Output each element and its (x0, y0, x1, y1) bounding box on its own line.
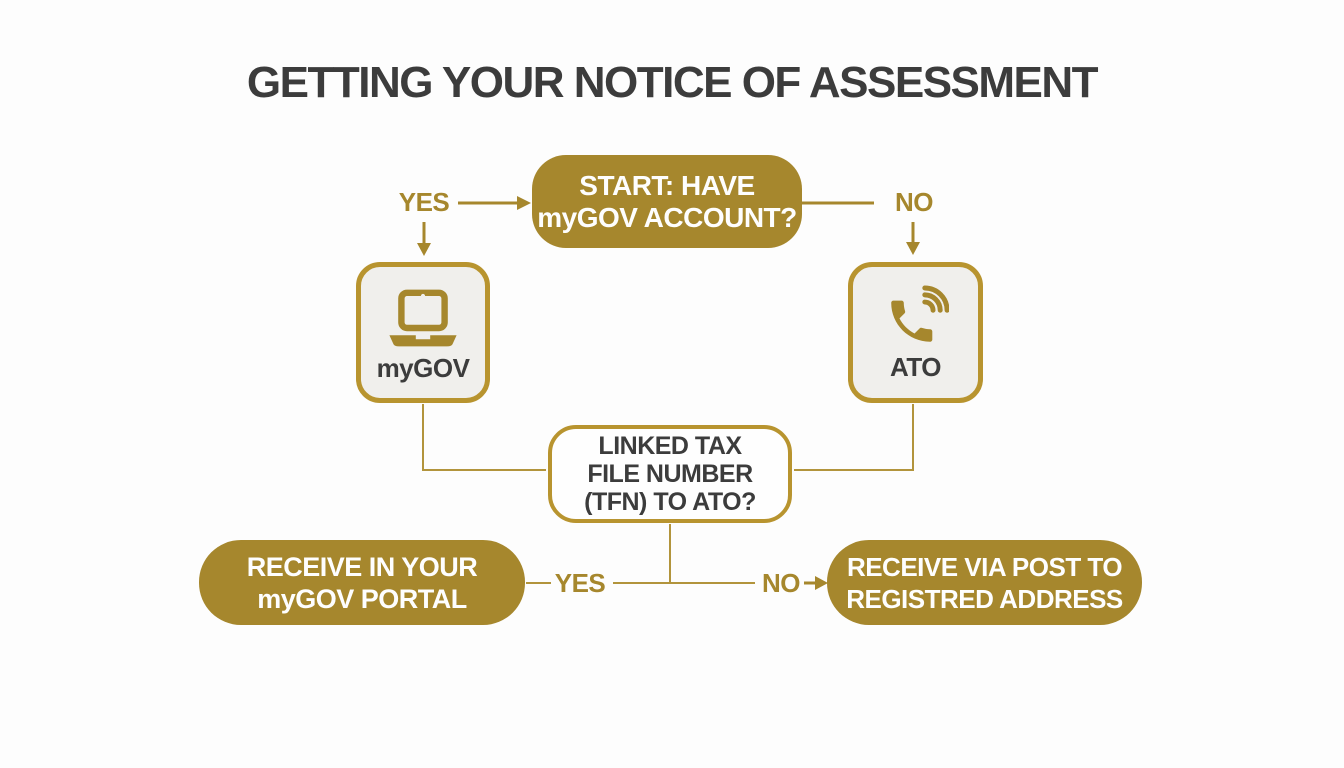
tfn-line2: FILE NUMBER (587, 460, 753, 488)
node-ato: ATO (848, 262, 983, 403)
node-start: START: HAVE myGOV ACCOUNT? (532, 155, 802, 248)
ato-to-tfn-connector (794, 404, 914, 471)
start-line1: START: HAVE (579, 169, 755, 201)
node-mygov: myGOV (356, 262, 490, 403)
label-yes-bottom: YES (554, 568, 606, 598)
page-title: GETTING YOUR NOTICE OF ASSESSMENT (246, 58, 1099, 107)
receive-mygov-line1: RECEIVE IN YOUR (246, 551, 478, 582)
no-down-arrowhead (906, 242, 920, 255)
label-no-bottom: NO (762, 568, 801, 598)
node-receive-post: RECEIVE VIA POST TO REGISTRED ADDRESS (827, 540, 1142, 625)
tfn-line1: LINKED TAX (598, 432, 742, 460)
node-receive-mygov: RECEIVE IN YOUR myGOV PORTAL (199, 540, 525, 625)
no-to-post-arrowhead (815, 576, 828, 590)
tfn-line3: (TFN) TO ATO? (584, 488, 756, 516)
receive-post-line1: RECEIVE VIA POST TO (846, 551, 1123, 582)
mygov-to-tfn-connector (422, 404, 546, 471)
phone-icon (890, 285, 949, 342)
node-tfn-question: LINKED TAX FILE NUMBER (TFN) TO ATO? (548, 425, 792, 523)
yes-to-start-arrowhead (517, 196, 531, 210)
label-no-top: NO (895, 187, 934, 217)
receive-post-line2: REGISTRED ADDRESS (846, 583, 1123, 614)
laptop-icon (389, 289, 457, 346)
ato-label: ATO (890, 351, 941, 382)
yes-down-arrowhead (417, 243, 431, 256)
mygov-label: myGOV (376, 352, 470, 383)
start-line2: myGOV ACCOUNT? (537, 201, 797, 233)
receive-mygov-line2: myGOV PORTAL (257, 583, 467, 614)
label-yes-top: YES (398, 187, 450, 217)
